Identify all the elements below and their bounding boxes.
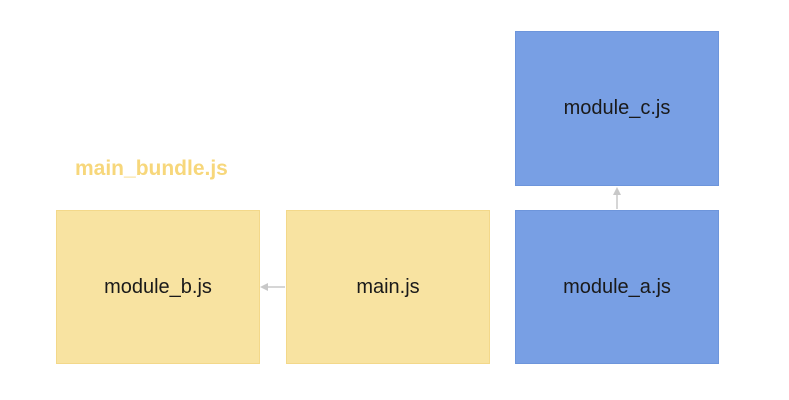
module-a-box[interactable]: module_a.js	[515, 210, 719, 364]
main-box[interactable]: main.js	[286, 210, 490, 364]
module-c-box[interactable]: module_c.js	[515, 31, 719, 186]
main-label: main.js	[356, 275, 420, 298]
module-a-label: module_a.js	[563, 275, 671, 298]
arrow-main-to-module-b	[260, 283, 285, 291]
module-b-label: module_b.js	[104, 275, 212, 298]
arrow-module-a-to-module-c	[613, 187, 621, 209]
bundle-label: main_bundle.js	[75, 157, 228, 180]
module-c-label: module_c.js	[563, 97, 671, 119]
module-b-box[interactable]: module_b.js	[56, 210, 260, 364]
